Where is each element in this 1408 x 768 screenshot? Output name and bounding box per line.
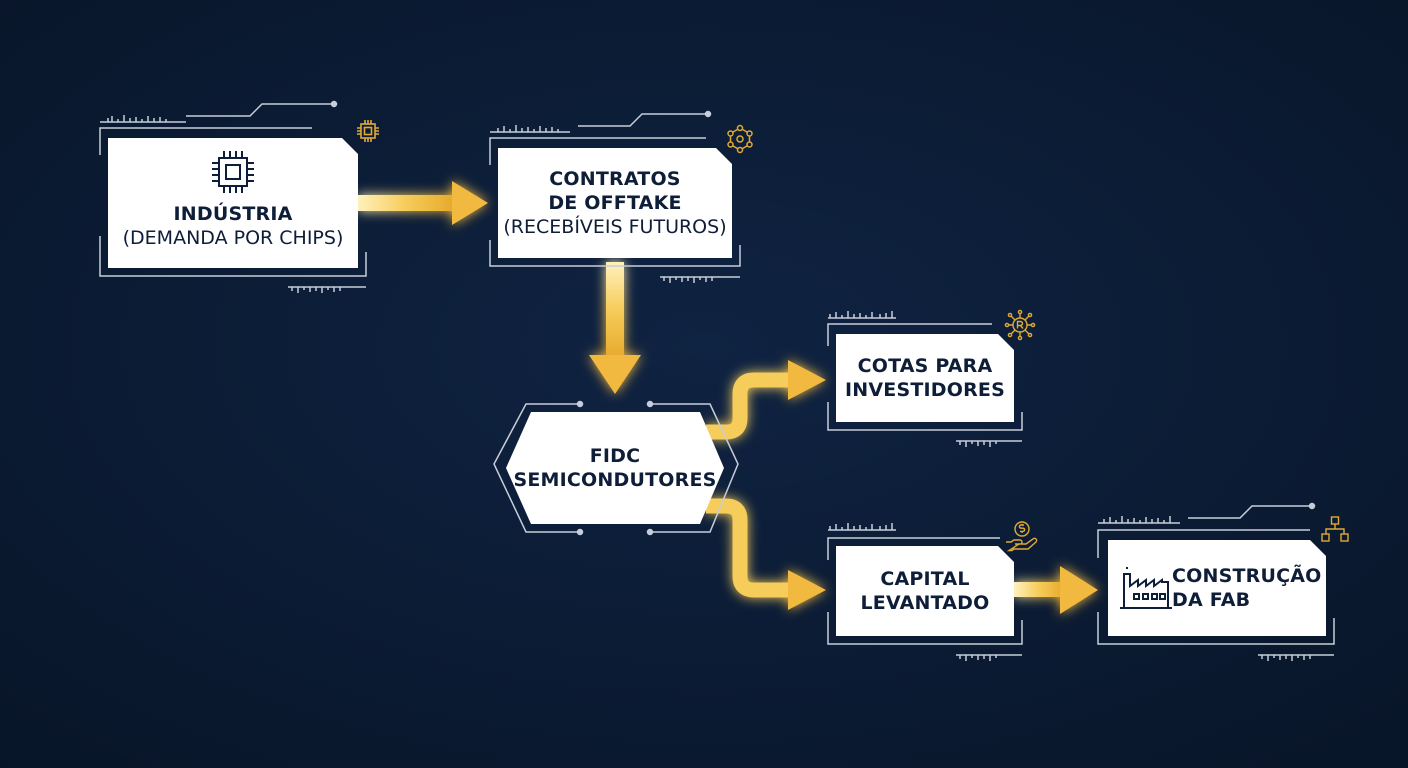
cotas-title-line1: COTAS PARA	[857, 355, 993, 377]
investor-network-icon	[1004, 309, 1036, 341]
cotas-title-line2: INVESTIDORES	[845, 379, 1005, 401]
contratos-subtitle: (RECEBÍVEIS FUTUROS)	[503, 216, 727, 238]
capital-title-line1: CAPITAL	[880, 568, 970, 590]
network-corner-icon	[727, 124, 753, 154]
node-box	[108, 138, 358, 268]
node-box	[836, 334, 1014, 422]
arrow-industria-contratos	[358, 181, 488, 225]
frame	[1097, 502, 1335, 661]
frame	[99, 100, 367, 293]
node-industria[interactable]	[99, 100, 379, 294]
contratos-title-line1: CONTRATOS	[549, 168, 681, 190]
arrow-contratos-fidc	[589, 262, 641, 394]
industria-subtitle: (DEMANDA POR CHIPS)	[122, 227, 344, 249]
arrow-fidc-capital	[706, 498, 826, 610]
node-industria-label: INDÚSTRIA (DEMANDA POR CHIPS)	[108, 196, 358, 256]
frame	[493, 400, 739, 536]
frame	[489, 110, 741, 283]
contratos-title-line2: DE OFFTAKE	[548, 192, 682, 214]
node-contratos-label: CONTRATOS DE OFFTAKE (RECEBÍVEIS FUTUROS…	[498, 164, 732, 242]
node-construcao-label: CONSTRUÇÃO DA FAB	[1172, 560, 1322, 616]
frame	[827, 523, 1023, 661]
node-fidc[interactable]	[493, 400, 739, 536]
node-cotas-label: COTAS PARA INVESTIDORES	[836, 350, 1014, 406]
factory-icon	[1120, 567, 1172, 609]
construcao-title-line1: CONSTRUÇÃO	[1172, 565, 1322, 587]
node-capital-label: CAPITAL LEVANTADO	[836, 563, 1014, 619]
construcao-title-line2: DA FAB	[1172, 589, 1251, 611]
node-box	[506, 412, 724, 524]
industria-title: INDÚSTRIA	[173, 203, 293, 225]
arrow-capital-construcao	[1014, 566, 1098, 614]
fidc-title-line2: SEMICONDUTORES	[513, 469, 717, 491]
node-box	[836, 546, 1014, 636]
chip-corner-icon	[357, 120, 379, 142]
fidc-title-line1: FIDC	[589, 445, 641, 467]
money-hand-icon	[1006, 521, 1038, 552]
node-box	[498, 148, 732, 258]
node-cotas[interactable]	[827, 309, 1036, 447]
flow-arrows	[358, 181, 1098, 614]
chip-icon	[212, 151, 254, 193]
node-fidc-label: FIDC SEMICONDUTORES	[506, 440, 724, 496]
arrow-fidc-cotas	[706, 360, 826, 440]
node-box	[1108, 540, 1326, 636]
node-contratos[interactable]	[489, 110, 753, 284]
node-construcao[interactable]	[1097, 502, 1349, 662]
node-capital[interactable]	[827, 521, 1038, 661]
frame	[827, 311, 1023, 447]
hierarchy-icon	[1321, 516, 1349, 542]
capital-title-line2: LEVANTADO	[860, 592, 990, 614]
